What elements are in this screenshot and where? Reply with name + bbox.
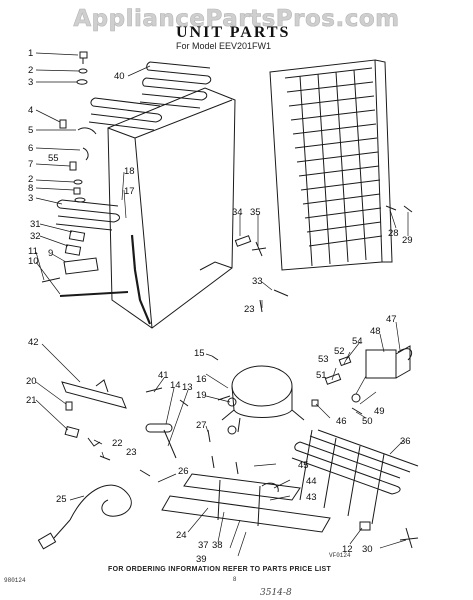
evaporator-coil-left — [41, 199, 129, 297]
page-mark: 8 — [233, 577, 237, 583]
callout-31: 31 — [30, 219, 41, 230]
compressor — [211, 355, 305, 435]
power-cord — [37, 469, 151, 550]
callout-40: 40 — [114, 71, 125, 82]
callout-30: 30 — [362, 544, 373, 555]
callout-46: 46 — [336, 416, 347, 427]
diagram-title: UNIT PARTS — [176, 24, 291, 41]
callout-49: 49 — [374, 406, 385, 417]
callout-27: 27 — [196, 420, 207, 431]
condenser-hardware — [234, 205, 413, 313]
callout-12: 12 — [342, 544, 353, 555]
callout-38: 38 — [212, 540, 223, 551]
callout-33: 33 — [252, 276, 263, 287]
callout-19: 19 — [196, 390, 207, 401]
callout-26: 26 — [178, 466, 189, 477]
callout-41: 41 — [158, 370, 169, 381]
callout-34: 34 — [232, 207, 243, 218]
callout-11: 11 — [28, 246, 38, 257]
callout-1: 1 — [28, 48, 33, 59]
callout-20: 20 — [26, 376, 37, 387]
ordering-note: FOR ORDERING INFORMATION REFER TO PARTS … — [108, 566, 332, 573]
callout-50: 50 — [362, 416, 373, 427]
callout-28: 28 — [388, 228, 399, 239]
callout-3: 3 — [28, 77, 33, 88]
callout-18: 18 — [124, 166, 135, 177]
callout-52: 52 — [334, 346, 345, 357]
callout-10: 10 — [28, 256, 39, 267]
lower-condenser-coil — [291, 429, 419, 525]
callout-54: 54 — [352, 336, 363, 347]
callout-13: 13 — [182, 382, 193, 393]
model-line: For Model EEV201FW1 — [176, 41, 272, 51]
callout-23b: 23 — [126, 447, 137, 458]
callout-4: 4 — [28, 105, 33, 116]
condenser-panel — [269, 59, 393, 271]
callout-42: 42 — [28, 337, 39, 348]
callout-24: 24 — [176, 530, 187, 541]
callout-45: 45 — [298, 460, 309, 471]
callout-14: 14 — [170, 380, 181, 391]
callout-8: 8 — [28, 183, 33, 194]
callout-15: 15 — [194, 348, 205, 359]
callout-29: 29 — [402, 235, 413, 246]
callout-37: 37 — [198, 540, 209, 551]
callout-16: 16 — [196, 374, 207, 385]
control-parts — [311, 345, 419, 549]
mounting-frame — [161, 429, 331, 533]
callout-44: 44 — [306, 476, 317, 487]
callout-7: 7 — [28, 159, 33, 170]
callout-17: 17 — [124, 186, 135, 197]
watermark-text: AppliancePartsPros.com — [73, 6, 400, 33]
callout-53: 53 — [318, 354, 329, 365]
callout-39: 39 — [196, 554, 207, 565]
upper-fasteners — [59, 51, 97, 203]
callout-21: 21 — [26, 395, 37, 406]
callout-48: 48 — [370, 326, 381, 337]
callout-2: 2 — [28, 65, 33, 76]
callout-43: 43 — [306, 492, 317, 503]
top-coil-assembly — [88, 61, 212, 131]
callout-36: 36 — [400, 436, 411, 447]
callout-2b: 2 — [28, 174, 33, 185]
callout-3b: 3 — [28, 193, 33, 204]
document-code: 980124 — [4, 577, 26, 584]
callout-6: 6 — [28, 143, 33, 154]
callout-22: 22 — [112, 438, 123, 449]
callout-25: 25 — [56, 494, 67, 505]
callout-55: 55 — [48, 153, 59, 164]
callout-labels: 1 2 3 4 5 6 7 55 2 8 3 40 18 17 31 32 9 … — [26, 48, 413, 565]
callout-23: 23 — [244, 304, 255, 315]
lower-left-parts — [61, 379, 127, 461]
callout-35: 35 — [250, 207, 261, 218]
callout-51: 51 — [316, 370, 327, 381]
cabinet-liner — [107, 87, 236, 329]
handwritten-note: 3514-8 — [260, 588, 292, 598]
figure-code: VF0124 — [329, 552, 351, 559]
callout-9: 9 — [48, 248, 53, 259]
callout-32: 32 — [30, 231, 41, 242]
leader-lines — [35, 52, 409, 557]
callout-47: 47 — [386, 314, 397, 325]
callout-5: 5 — [28, 125, 33, 136]
relay-parts — [145, 387, 189, 459]
